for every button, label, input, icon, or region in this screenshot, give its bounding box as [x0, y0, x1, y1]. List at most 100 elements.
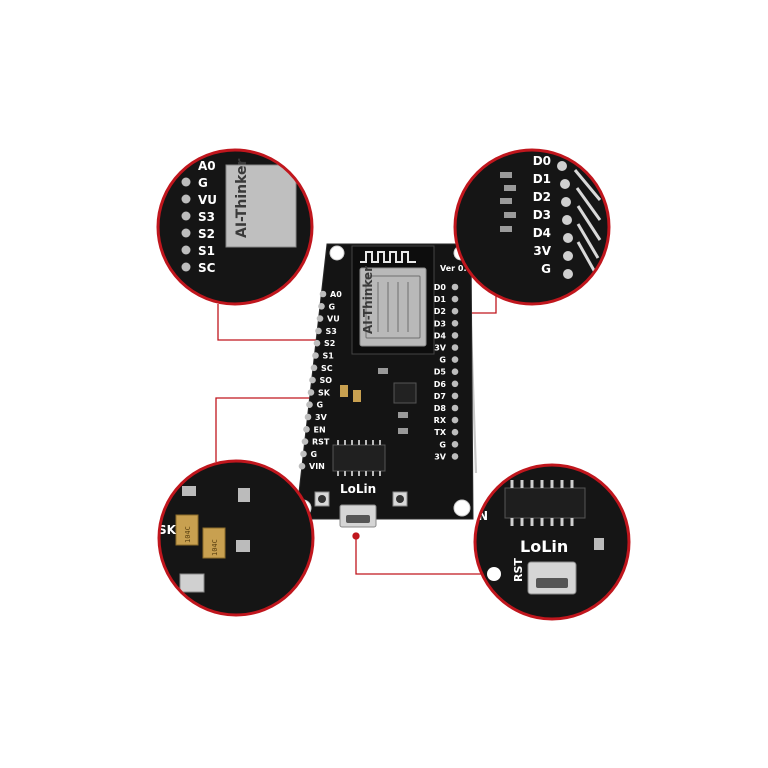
closeup-pin-legs [573, 169, 602, 275]
pin-label: SC [321, 364, 333, 373]
pin-label: EN [314, 425, 326, 434]
pin-label: D4 [434, 331, 447, 340]
pin-label: S3 [326, 327, 337, 336]
flash-button-cap [396, 495, 404, 503]
pin-label: S2 [324, 339, 335, 348]
header-hole [316, 315, 324, 322]
header-hole [451, 368, 459, 376]
header-hole [451, 295, 459, 303]
pin-label: D5 [434, 368, 447, 377]
smd-component [398, 412, 408, 418]
closeup-pin-label: D0 [533, 154, 551, 168]
brand-label: LoLin [340, 482, 376, 496]
closeup-pin-label: G [198, 176, 208, 190]
pin-label: RST [312, 438, 330, 447]
callout-ring [473, 463, 631, 621]
header-hole [301, 438, 309, 445]
closeup-usb-opening [536, 578, 568, 588]
header-hole [451, 332, 459, 339]
callout-ring [156, 148, 314, 306]
pin-label: G [439, 440, 446, 449]
closeup-chip-label: 104C [211, 539, 219, 556]
pin-label: G [311, 450, 318, 459]
pin-label: VU [327, 315, 340, 324]
callout-ring [157, 459, 315, 617]
header-hole [451, 453, 459, 460]
regulator-chip [393, 382, 417, 404]
closeup-pin-label: D4 [533, 226, 551, 240]
pin-label: D7 [434, 392, 446, 401]
callout-bottom-right: LoLin RST N [473, 463, 631, 621]
tantalum-cap [340, 385, 348, 397]
header-hole [312, 352, 319, 359]
mount-hole [453, 499, 471, 517]
leader-line-bottom-left [215, 397, 345, 462]
pin-label: 3V [315, 413, 328, 422]
header-hole [298, 462, 306, 470]
closeup-edge-label: N [478, 509, 488, 523]
closeup-header-pins [557, 161, 573, 279]
usb-port-opening [346, 515, 370, 523]
header-hole [451, 404, 459, 412]
header-hole [307, 389, 315, 396]
smd-component [398, 428, 408, 434]
tantalum-cap [353, 390, 361, 402]
mount-hole [329, 245, 345, 261]
closeup-pin-label: G [541, 262, 551, 276]
pin-label: RX [434, 416, 447, 425]
pin-label: SO [320, 376, 333, 385]
closeup-tantalum-cap [175, 514, 199, 546]
closeup-pin-label: SC [198, 261, 216, 275]
pin-label: G [317, 401, 324, 410]
closeup-resistors [500, 172, 516, 232]
pin-label: A0 [330, 290, 342, 299]
leader-dot-bottom-right [352, 532, 360, 540]
pin-label: D2 [434, 307, 446, 316]
closeup-tantalum-cap [202, 527, 226, 559]
header-hole [304, 413, 312, 421]
nodemcu-board: AI-Thinker Ver 0.1 A0GVUS3S2S1SCSOSKG3VE… [294, 243, 478, 528]
closeup-pin-label: D2 [533, 190, 551, 204]
callout-ring [453, 148, 611, 306]
rf-shield [359, 267, 427, 347]
header-hole [451, 416, 459, 424]
module-closeup [225, 164, 297, 248]
pin-label: D8 [434, 404, 447, 413]
header-hole [300, 450, 307, 458]
rst-button-cap [318, 495, 326, 503]
header-hole [451, 307, 459, 315]
pin-label: G [439, 356, 446, 365]
header-hole [451, 428, 459, 436]
closeup-pin-label: 3V [533, 244, 551, 258]
header-hole [313, 339, 321, 347]
closeup-brand: LoLin [520, 537, 568, 556]
leader-line-bottom-right [355, 536, 500, 575]
pin-label: D6 [434, 380, 447, 389]
header-hole [309, 376, 316, 384]
closeup-chip-label: 104C [184, 526, 192, 543]
closeup-pin-label: S3 [198, 210, 215, 224]
pin-label: D1 [434, 295, 447, 304]
header-hole [318, 303, 325, 310]
closeup-mount-hole [487, 567, 501, 581]
module-label: AI-Thinker [361, 266, 375, 334]
pin-label: S1 [323, 352, 335, 361]
header-hole [306, 401, 313, 409]
header-hole [451, 392, 459, 400]
pin-label: G [329, 302, 336, 311]
header-hole [451, 441, 459, 448]
header-hole [451, 356, 459, 363]
closeup-smd [238, 488, 250, 502]
pin-label: VIN [309, 462, 325, 471]
header-hole [451, 320, 459, 327]
closeup-pin-label: D1 [533, 172, 551, 186]
closeup-smd [182, 486, 196, 496]
pin-label: TX [434, 428, 446, 437]
closeup-usb-serial-chip [504, 487, 586, 519]
leader-line-top-left [217, 304, 343, 341]
